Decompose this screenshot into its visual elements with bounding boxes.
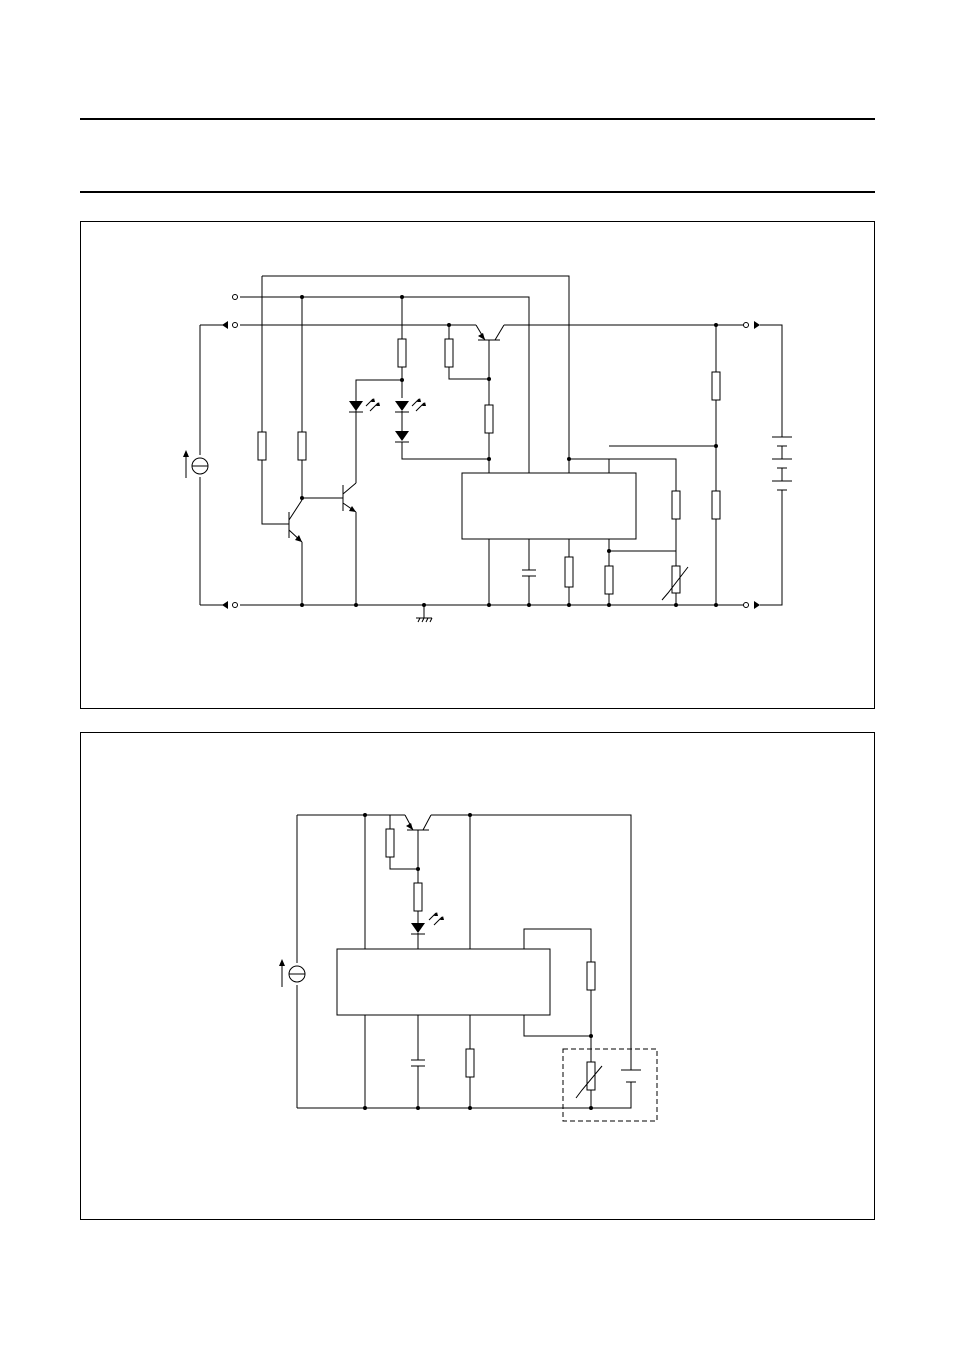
battery-stack-icon bbox=[772, 437, 792, 494]
battery-icon bbox=[621, 1060, 641, 1091]
figure-frame-top bbox=[80, 221, 875, 709]
controller-ic-block bbox=[337, 949, 550, 1015]
header-rule-bottom bbox=[80, 191, 875, 193]
diode-icon bbox=[395, 431, 409, 442]
header-rule-top bbox=[80, 118, 875, 120]
led-icon bbox=[411, 912, 444, 934]
figure-frame-bottom bbox=[80, 732, 875, 1220]
capacitor-icon bbox=[411, 1060, 425, 1066]
capacitor-icon bbox=[522, 570, 536, 576]
junction-dots bbox=[300, 295, 718, 607]
ntc-thermistor-icon bbox=[662, 566, 688, 600]
current-source-icon bbox=[279, 959, 305, 987]
wires bbox=[200, 276, 782, 618]
battery-pack-dashed-box bbox=[563, 1049, 657, 1121]
controller-ic-block bbox=[462, 473, 636, 539]
ntc-thermistor-icon bbox=[576, 1062, 602, 1098]
ground-icon bbox=[416, 618, 432, 622]
transistor-icon bbox=[405, 815, 431, 830]
circuit-diagram-charger bbox=[81, 222, 874, 708]
current-source-icon bbox=[183, 450, 208, 478]
led-icons bbox=[349, 398, 426, 431]
circuit-diagram-battery-pack bbox=[81, 733, 874, 1219]
